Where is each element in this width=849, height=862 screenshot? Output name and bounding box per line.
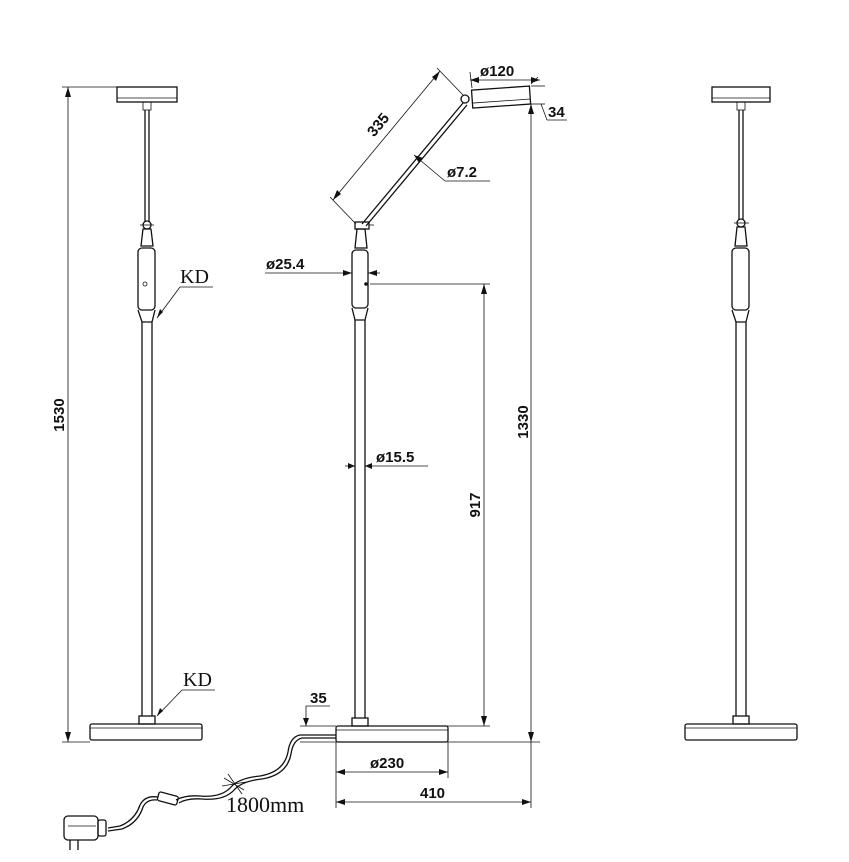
power-cable	[107, 734, 336, 832]
footprint-width-dimension: 410	[336, 742, 532, 808]
pole-diameter-dimension: ø15.5	[345, 449, 428, 469]
cable-length-label: 1800mm	[226, 792, 304, 817]
base-height-label: 35	[310, 690, 327, 707]
base-diameter-label: ø230	[370, 755, 404, 772]
joint-height-dimension: 917	[368, 283, 490, 727]
handle-diameter-dimension: ø25.4	[265, 256, 380, 276]
head-height-total-label: 1330	[515, 405, 532, 438]
kd-upper-callout: KD	[156, 266, 213, 319]
footprint-width-label: 410	[420, 785, 445, 802]
arm-length-dimension: 335	[329, 67, 464, 225]
head-height-label: 34	[548, 104, 565, 121]
lamp-side-view	[335, 85, 532, 743]
kd-upper-label: KD	[180, 266, 209, 288]
joint-height-label: 917	[467, 492, 484, 517]
arm-length-label: 335	[364, 110, 393, 140]
head-diameter-label: ø120	[480, 63, 514, 80]
handle-diameter-label: ø25.4	[266, 256, 305, 273]
total-height-label: 1530	[51, 398, 68, 431]
head-height-total-dimension: 1330	[448, 104, 540, 743]
arm-diameter-label: ø7.2	[447, 164, 477, 181]
lamp-back-view	[684, 86, 798, 741]
kd-lower-callout: KD	[156, 669, 215, 717]
head-diameter-dimension: ø120	[469, 63, 540, 89]
arm-diameter-callout: ø7.2	[413, 154, 490, 182]
lamp-front-view	[89, 86, 203, 741]
cable-connector-icon	[156, 773, 247, 806]
power-adapter-icon	[63, 815, 107, 850]
pole-diameter-label: ø15.5	[376, 449, 414, 466]
base-diameter-dimension: ø230	[335, 742, 449, 808]
base-height-dimension: 35	[300, 690, 336, 743]
total-height-dimension: 1530	[51, 86, 117, 743]
kd-lower-label: KD	[183, 669, 212, 691]
head-height-dimension: 34	[531, 85, 567, 121]
